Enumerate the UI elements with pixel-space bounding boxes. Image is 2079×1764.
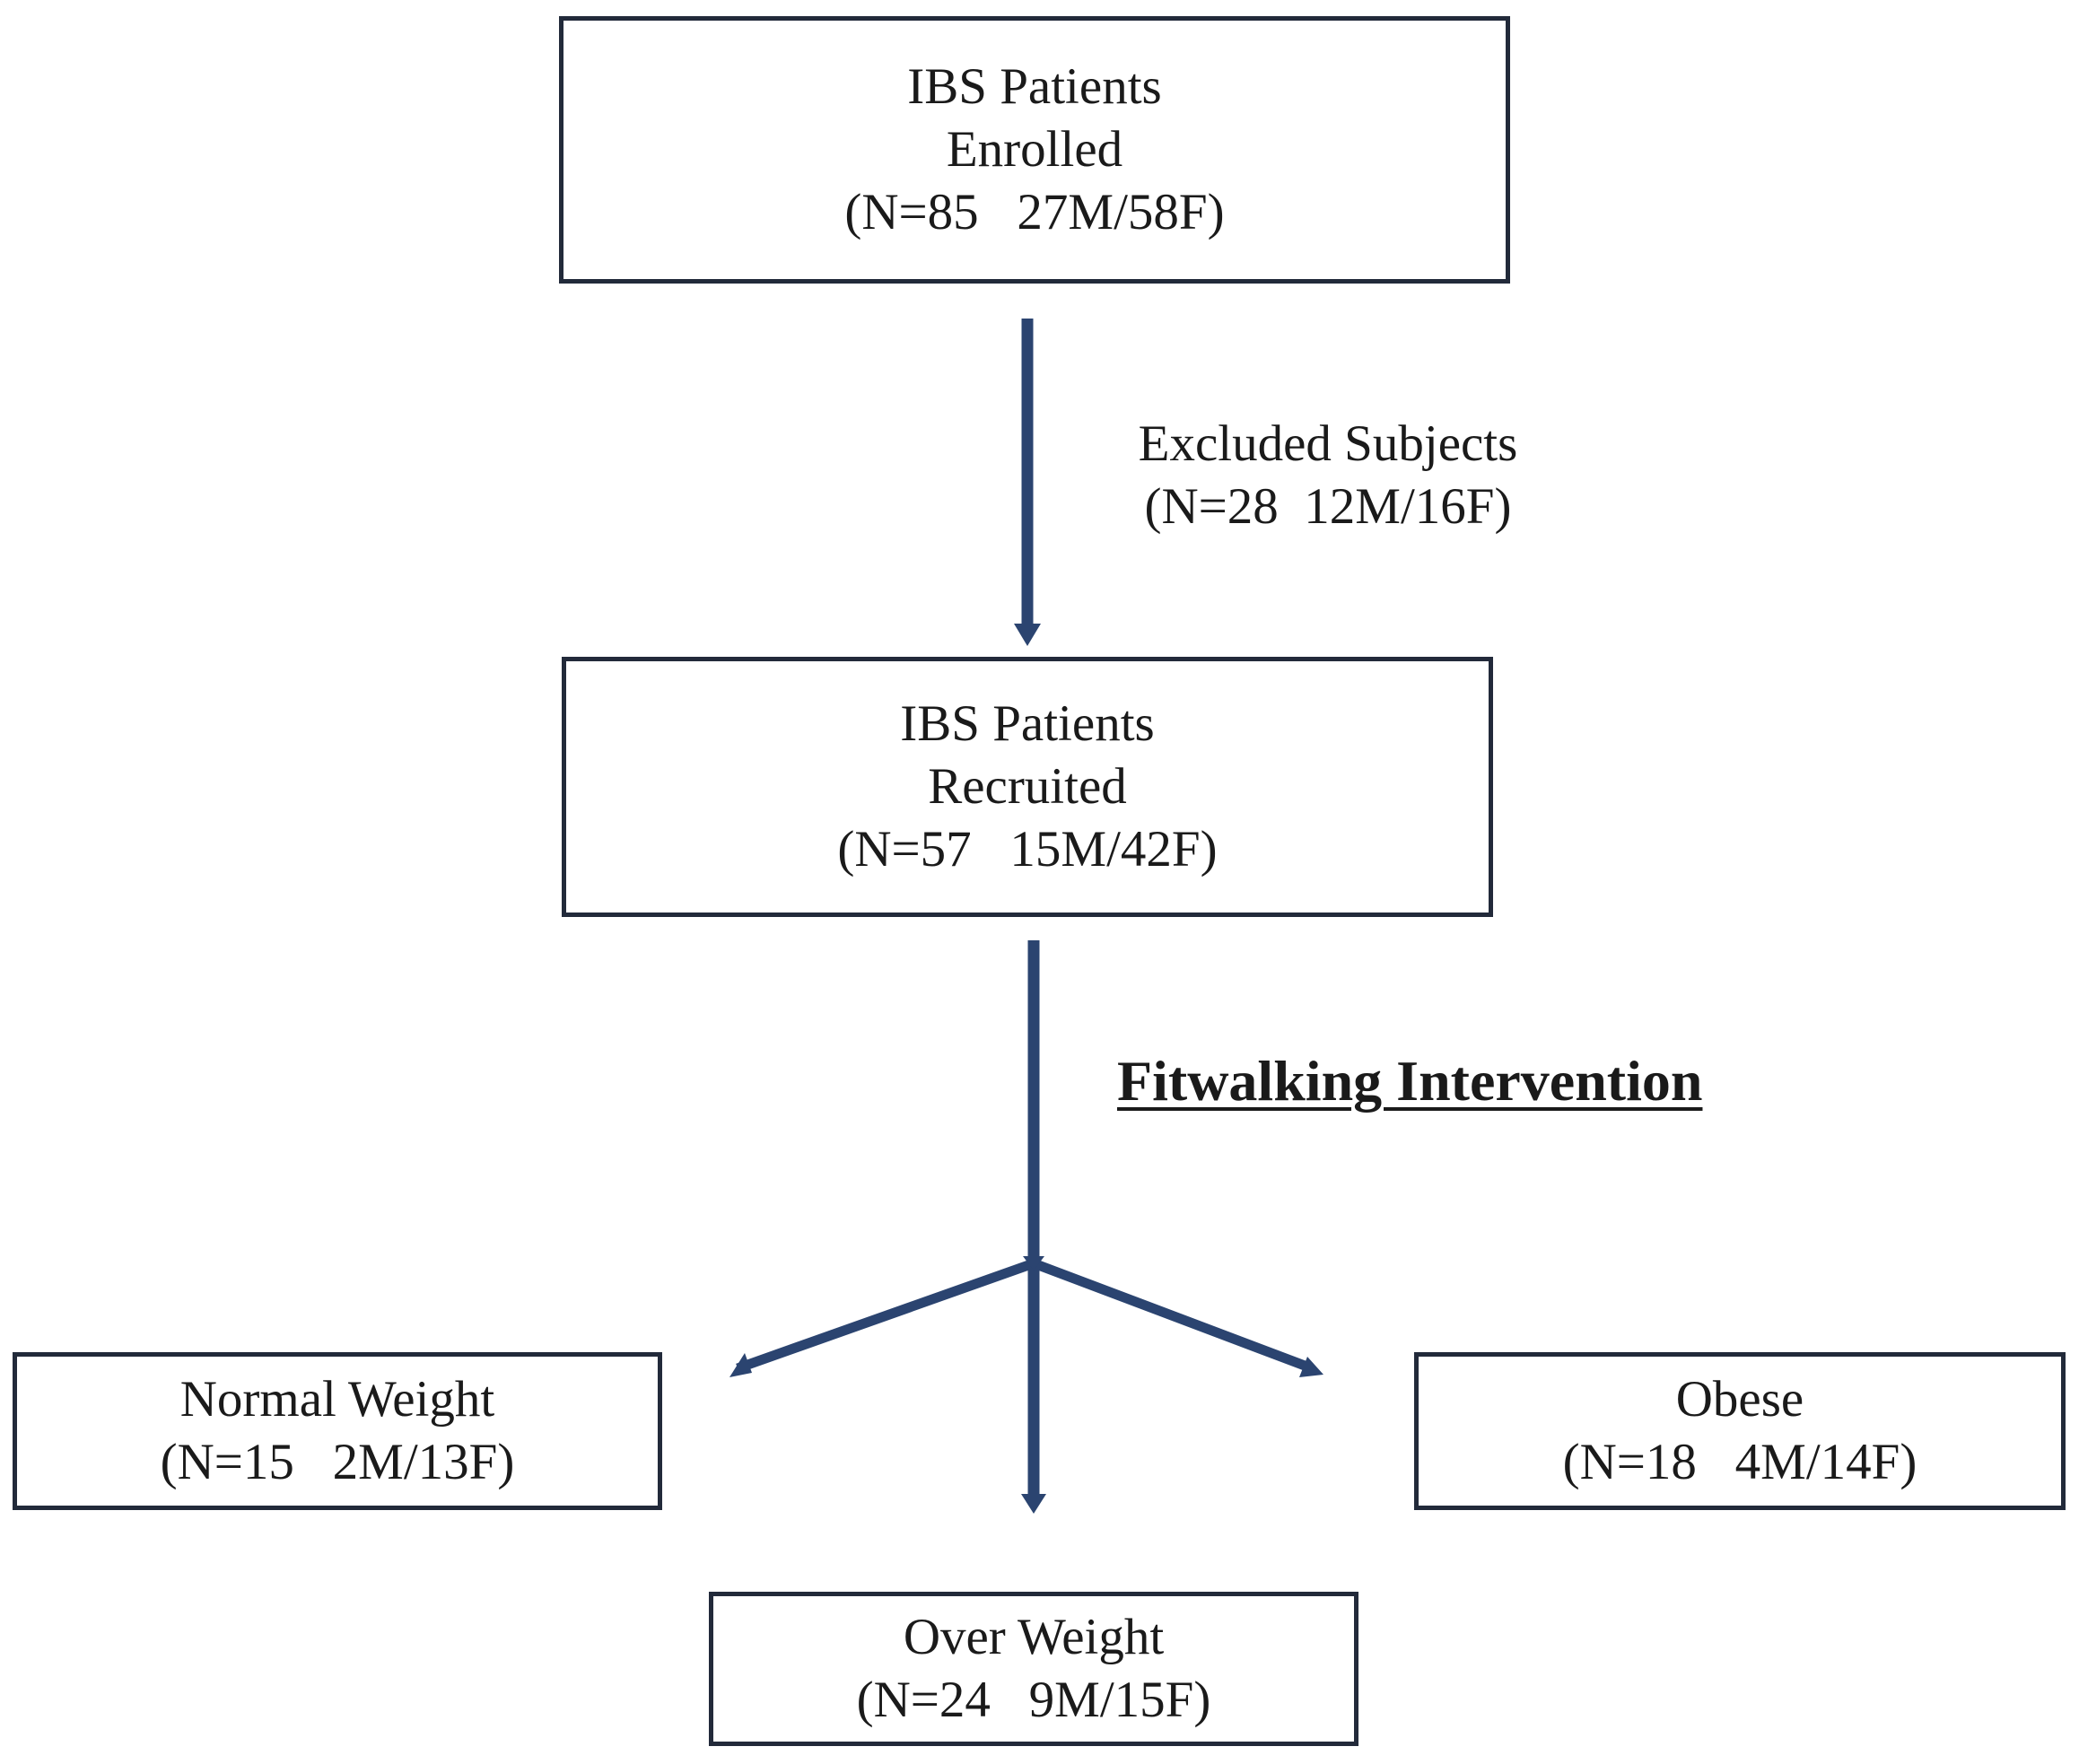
- arrow-to-over-weight: [1021, 1256, 1046, 1514]
- obese-title: Obese: [1675, 1371, 1804, 1428]
- obese-counts: (N=18 4M/14F): [1562, 1434, 1917, 1490]
- recruited-counts: (N=57 15M/42F): [837, 821, 1218, 878]
- intervention-label: Fitwalking Intervention: [1117, 1049, 1703, 1113]
- recruited-subtitle: Recruited: [928, 758, 1127, 815]
- enrolled-box: IBS Patients Enrolled (N=85 27M/58F): [559, 16, 1510, 284]
- over-weight-counts: (N=24 9M/15F): [856, 1672, 1211, 1728]
- over-weight-box: Over Weight (N=24 9M/15F): [709, 1592, 1358, 1746]
- enrolled-counts: (N=85 27M/58F): [844, 184, 1225, 240]
- arrow-enrolled-to-recruited: [1014, 319, 1041, 646]
- excluded-counts: (N=28 12M/16F): [1144, 478, 1512, 535]
- over-weight-title: Over Weight: [903, 1609, 1165, 1665]
- normal-weight-box: Normal Weight (N=15 2M/13F): [13, 1352, 662, 1510]
- excluded-title: Excluded Subjects: [1138, 415, 1518, 472]
- split-junction: [1023, 1256, 1044, 1271]
- recruited-title: IBS Patients: [900, 695, 1155, 752]
- arrow-to-obese: [1032, 1258, 1323, 1377]
- arrow-to-normal-weight: [729, 1258, 1035, 1377]
- recruited-box: IBS Patients Recruited (N=57 15M/42F): [562, 657, 1493, 917]
- excluded-label: Excluded Subjects (N=28 12M/16F): [1086, 413, 1570, 538]
- normal-weight-counts: (N=15 2M/13F): [160, 1434, 515, 1490]
- enrolled-subtitle: Enrolled: [946, 121, 1123, 178]
- obese-box: Obese (N=18 4M/14F): [1414, 1352, 2066, 1510]
- normal-weight-title: Normal Weight: [179, 1371, 495, 1428]
- enrolled-title: IBS Patients: [907, 58, 1162, 115]
